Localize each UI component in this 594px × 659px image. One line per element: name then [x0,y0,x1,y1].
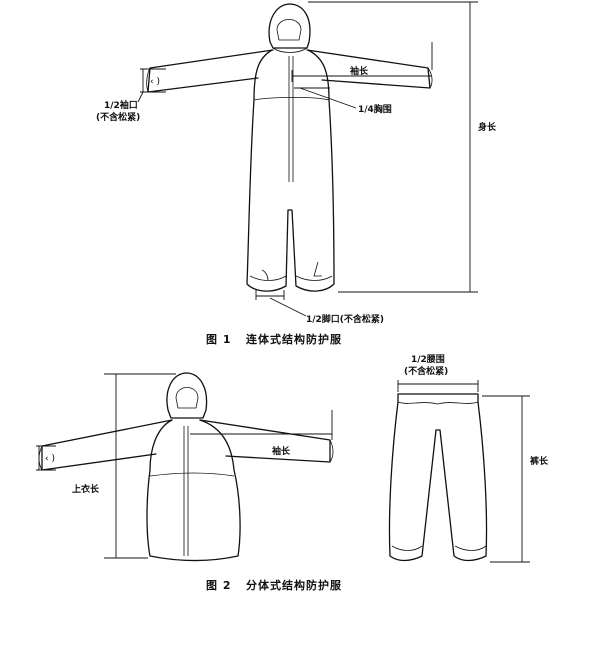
half-waist-note: (不含松紧) [404,367,449,377]
figure2-caption: 图 2 分体式结构防护服 [206,579,342,592]
half-cuff-label: 1/2袖口 [104,101,138,111]
half-cuff-note: (不含松紧) [96,113,141,123]
jacket-left-sleeve [41,419,173,471]
sleeve-length-label: 袖长 [350,67,369,77]
figure1-caption: 图 1 连体式结构防护服 [206,333,342,346]
jacket-right-sleeve [199,419,331,463]
coverall-dimensions: ‹ ) [137,1,478,317]
quarter-chest-label: 1/4胸围 [358,105,392,115]
svg-text:‹ ): ‹ ) [150,77,160,87]
pants-dimensions [397,380,530,563]
coverall-right-sleeve [306,49,431,89]
coverall-hood [268,3,311,49]
coverall-body [246,49,335,292]
jacket-sleeve-length-label: 袖长 [272,447,291,457]
coverall-left-sleeve [147,49,274,93]
jacket-length-label: 上衣长 [72,485,100,495]
jacket-drawing [38,372,334,562]
pants-drawing [388,393,488,562]
jacket-body [146,419,241,562]
half-foot-opening-label: 1/2脚口(不含松紧) [306,315,385,325]
svg-text:‹ ): ‹ ) [45,454,55,464]
body-length-label: 身长 [478,123,497,133]
jacket-dimensions: ‹ ) [36,373,333,559]
pants-outline [388,393,488,562]
jacket-hood [166,372,208,419]
half-waist-label: 1/2腰围 [411,355,445,365]
pants-length-label: 裤长 [530,457,549,467]
coverall-drawing [146,3,433,292]
